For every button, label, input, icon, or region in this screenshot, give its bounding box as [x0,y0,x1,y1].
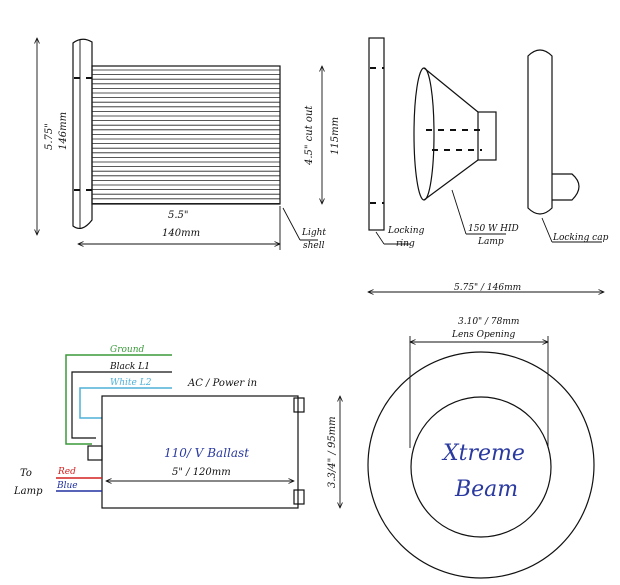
locking-cap-label: Locking cap [552,233,609,243]
lens-opening [410,396,552,538]
ballast-wiring: Ground Black L1 White L2 AC / Power in 1… [13,345,340,508]
ballast-mount-bottom [293,489,305,505]
ballast-height-label: 3.3/4" / 95mm [327,416,338,488]
height-inch-label: 5.75" [44,123,55,150]
shell-flange [72,38,93,230]
light-shell-leader [282,207,301,241]
lamp-label: Lamp [13,486,43,497]
shell-ribs [92,69,280,204]
lamp-label-2: Lamp [477,237,504,247]
lens-front-view: 5.75" / 146mm 3.10" / 78mm Lens Opening … [367,283,604,579]
light-shell-side-view: 5.75" 146mm 4.5" cut out 115mm 5.5" 140m… [37,38,341,251]
locking-ring: Locking ring [368,37,425,249]
lamp-reflector-rim [413,67,435,201]
black-l1-label: Black L1 [109,362,150,372]
ground-wire [65,354,172,445]
height-mm-label: 146mm [58,112,69,150]
lamp-cone-top [423,67,479,113]
brand-line-1: Xtreme [441,441,525,466]
cutout-mm-label: 115mm [330,117,341,155]
cutout-inch-label: 4.5" cut out [304,105,315,166]
ballast-terminal-block [87,445,103,461]
red-label: Red [57,467,76,477]
ac-power-label: AC / Power in [187,378,257,389]
lamp-base [477,111,497,161]
hid-lamp: 150 W HID Lamp [413,67,519,247]
locking-ring-leader [375,231,385,245]
ground-label: Ground [110,345,145,355]
ballast-title: 110/ V Ballast [164,446,249,460]
locking-cap-knob [552,173,580,201]
locking-cap-body [527,49,553,215]
locking-ring-label-1: Locking [387,226,425,236]
lens-opening-text-label: Lens Opening [451,330,516,340]
lamp-cone-bottom [423,159,479,201]
white-l2-wire [79,387,172,419]
lamp-label-1: 150 W HID [468,224,519,234]
light-shell-label-2: shell [303,241,325,251]
lamp-leader [451,189,467,235]
brand-line-2: Beam [454,477,518,502]
white-l2-label: White L2 [110,378,152,388]
ballast-length-label: 5" / 120mm [172,467,231,478]
outer-ring [367,351,595,579]
light-shell-label-1: Light [301,228,326,238]
blue-label: Blue [56,481,78,491]
locking-cap-leader [541,217,553,243]
to-label: To [20,468,32,479]
outer-diameter-label: 5.75" / 146mm [454,283,521,293]
black-l1-wire [71,371,172,439]
locking-ring-label-2: ring [396,239,415,249]
width-inch-label: 5.5" [168,210,189,221]
locking-cap: Locking cap [527,49,609,243]
locking-ring-body [368,37,385,231]
lens-opening-dim-label: 3.10" / 78mm [458,317,519,327]
shell-body [91,65,281,205]
width-mm-label: 140mm [162,228,200,239]
ballast-mount-top [293,397,305,413]
